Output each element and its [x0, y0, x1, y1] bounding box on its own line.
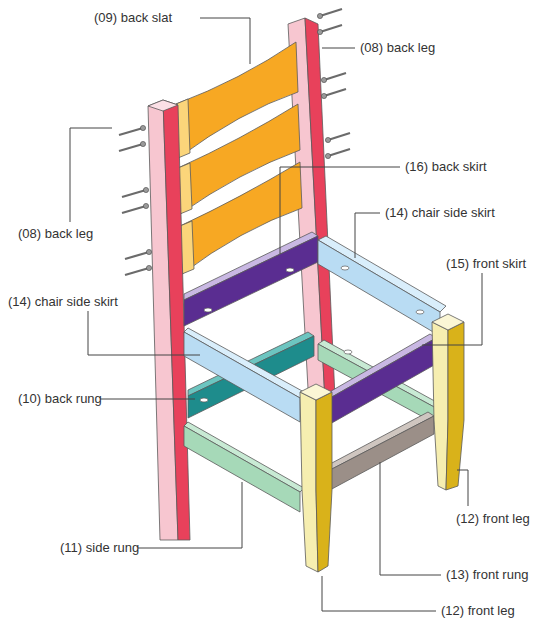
leader-line — [70, 128, 112, 222]
part-label: (14) chair side skirt — [385, 205, 495, 221]
leader-line — [322, 48, 355, 49]
screw-head — [140, 141, 145, 146]
screw-shank — [328, 149, 350, 156]
part-label: (11) side rung — [60, 540, 139, 556]
screw-shank — [324, 73, 346, 80]
side-skirt-left — [184, 332, 300, 422]
screw-shank — [320, 9, 342, 16]
leader-line — [380, 462, 441, 575]
screw-shank — [320, 25, 342, 32]
leader-line — [200, 18, 250, 64]
part-label: (12) front leg — [456, 511, 530, 527]
pocket-holes — [200, 266, 424, 402]
front-leg-left-face — [316, 392, 332, 572]
part-label: (09) back slat — [94, 10, 172, 26]
screw-head — [325, 137, 330, 142]
part-label: (08) back leg — [360, 40, 435, 56]
part-label: (14) chair side skirt — [8, 294, 118, 310]
part-label: (12) front leg — [441, 603, 515, 619]
screw-head — [325, 153, 330, 158]
part-label: (10) back rung — [18, 391, 102, 407]
front-rung — [330, 416, 434, 490]
screw-head — [321, 93, 326, 98]
back-skirt — [184, 236, 318, 326]
leader-line — [322, 576, 436, 611]
screw-head — [317, 29, 322, 34]
screw-head — [317, 13, 322, 18]
screw-shank — [125, 268, 149, 275]
front-skirt — [330, 338, 436, 424]
leader-line — [100, 399, 195, 400]
leg-top — [432, 314, 464, 330]
part-label: (13) front rung — [446, 567, 528, 583]
screw-head — [146, 249, 151, 254]
screw-head — [140, 125, 145, 130]
part-label: (16) back skirt — [405, 159, 487, 175]
part-label: (15) front skirt — [446, 256, 526, 272]
leader-lines — [70, 18, 482, 611]
front-leg-right-face — [446, 322, 464, 490]
screw-shank — [125, 252, 149, 259]
leader-line — [457, 470, 468, 506]
front-leg-right — [432, 322, 448, 490]
screw-head — [146, 265, 151, 270]
leader-line — [88, 311, 200, 355]
side-skirt-right — [318, 240, 440, 336]
screw-shank — [119, 128, 143, 135]
leader-line — [280, 167, 400, 254]
screw-shank — [324, 89, 346, 96]
screw-head — [143, 187, 148, 192]
back-leg-top — [148, 100, 178, 111]
screw-shank — [119, 144, 143, 151]
side-rung-top — [184, 422, 304, 492]
leader-line — [138, 482, 242, 548]
screw-head — [143, 203, 148, 208]
leader-line — [355, 213, 380, 258]
part-label: (08) back leg — [18, 226, 93, 242]
screw-shank — [328, 133, 350, 140]
leg-top — [300, 384, 332, 400]
screw-head — [321, 77, 326, 82]
screws — [119, 9, 350, 275]
screw-shank — [122, 206, 146, 213]
leader-line — [422, 273, 482, 345]
front-leg-left — [300, 392, 318, 572]
screw-shank — [122, 190, 146, 197]
